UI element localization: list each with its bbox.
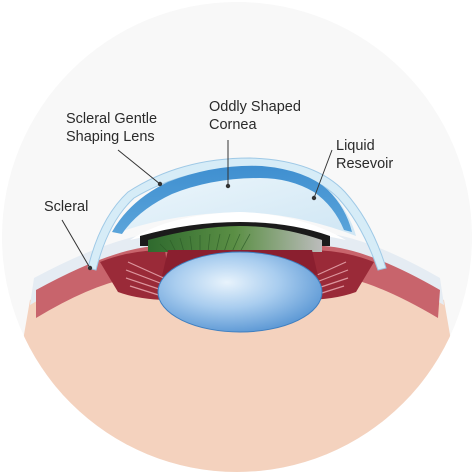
label-cornea-line2: Cornea bbox=[209, 117, 257, 133]
label-scleral-lens-line1: Scleral Gentle bbox=[66, 111, 158, 127]
label-oddly-shaped-cornea: Oddly Shaped Cornea bbox=[209, 98, 301, 134]
label-scleral-lens-line2: Shaping Lens bbox=[66, 129, 155, 145]
label-scleral-gentle-shaping-lens: Scleral Gentle Shaping Lens bbox=[66, 110, 157, 146]
leader-reservoir bbox=[313, 149, 333, 199]
label-liquid-reservoir: Liquid Resevoir bbox=[336, 137, 393, 173]
label-reservoir-line1: Liquid bbox=[336, 138, 375, 154]
label-cornea-line1: Oddly Shaped bbox=[209, 99, 301, 115]
label-reservoir-line2: Resevoir bbox=[336, 156, 394, 172]
label-scleral: Scleral bbox=[44, 198, 88, 216]
cornea-layer bbox=[112, 165, 352, 234]
crystalline-lens bbox=[157, 251, 323, 333]
leader-scleral-lens bbox=[117, 149, 161, 185]
label-scleral-text: Scleral bbox=[44, 199, 89, 215]
leader-lines bbox=[61, 140, 333, 269]
leader-scleral bbox=[61, 219, 91, 269]
eye-body bbox=[2, 250, 472, 472]
leader-dots bbox=[87, 181, 317, 271]
